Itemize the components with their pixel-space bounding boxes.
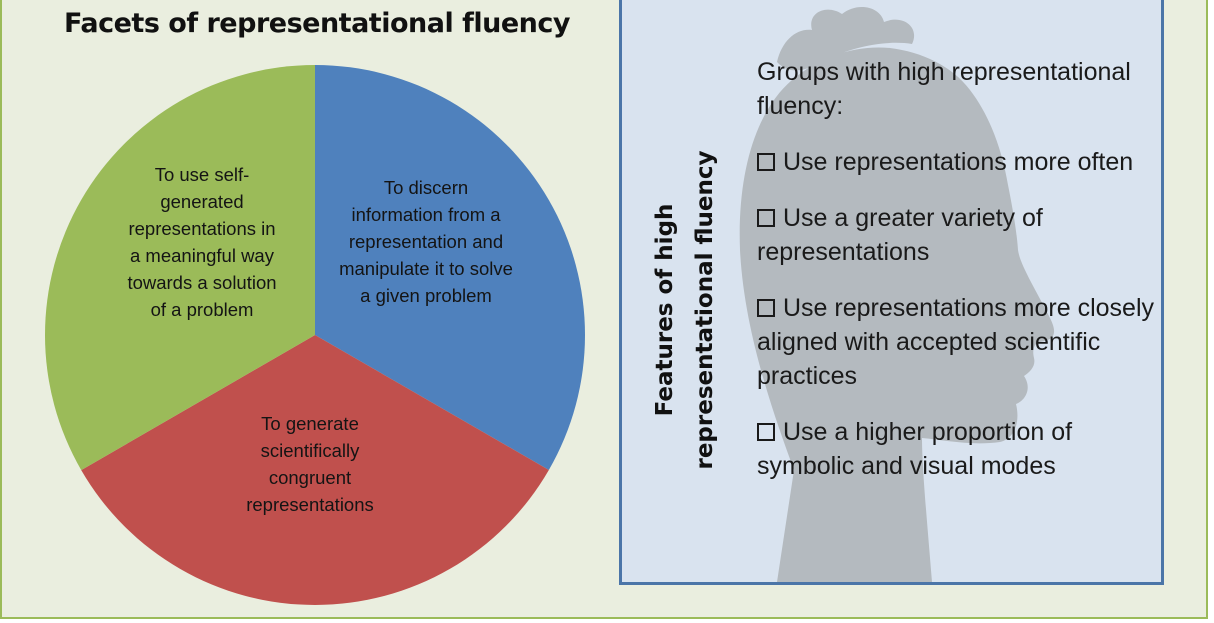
pie-label-self-generated: To use self-generated representations in… [127,164,277,320]
checkbox-icon [757,209,775,227]
checkbox-icon [757,423,775,441]
features-list: Groups with high representational fluenc… [757,55,1157,505]
feature-item: Use a greater variety of representations [757,201,1157,269]
pie-label-generate: To generate scientifically congruent rep… [246,413,374,515]
head-silhouette-icon [739,7,1055,582]
feature-item: Use representations more closely aligned… [757,291,1157,393]
feature-item: Use a higher proportion of symbolic and … [757,415,1157,483]
side-title-line2: representational fluency [692,150,718,470]
feature-text: Use representations more often [783,148,1134,176]
feature-text: Use representations more closely aligned… [757,294,1154,390]
features-side-title: Features of high representational fluenc… [640,110,730,510]
pie-svg [45,65,586,605]
facets-title: Facets of representational fluency [64,8,570,39]
pie-slice-discern [315,65,586,470]
checkbox-icon [757,153,775,171]
feature-text: Use a higher proportion of symbolic and … [757,418,1073,480]
feature-text: Use a greater variety of representations [757,204,1043,266]
side-title-line1: Features of high [652,203,678,417]
pie-slice-generate [81,335,549,605]
features-panel: Features of high representational fluenc… [619,0,1164,585]
pie-slice-self-generated [45,65,316,471]
facets-pie-chart: To discern information from a representa… [42,62,588,608]
side-title-text: Features of high representational fluenc… [645,150,725,469]
features-intro: Groups with high representational fluenc… [757,58,1131,120]
feature-item: Use representations more often [757,145,1157,179]
pie-label-discern: To discern information from a representa… [339,177,513,306]
checkbox-icon [757,299,775,317]
